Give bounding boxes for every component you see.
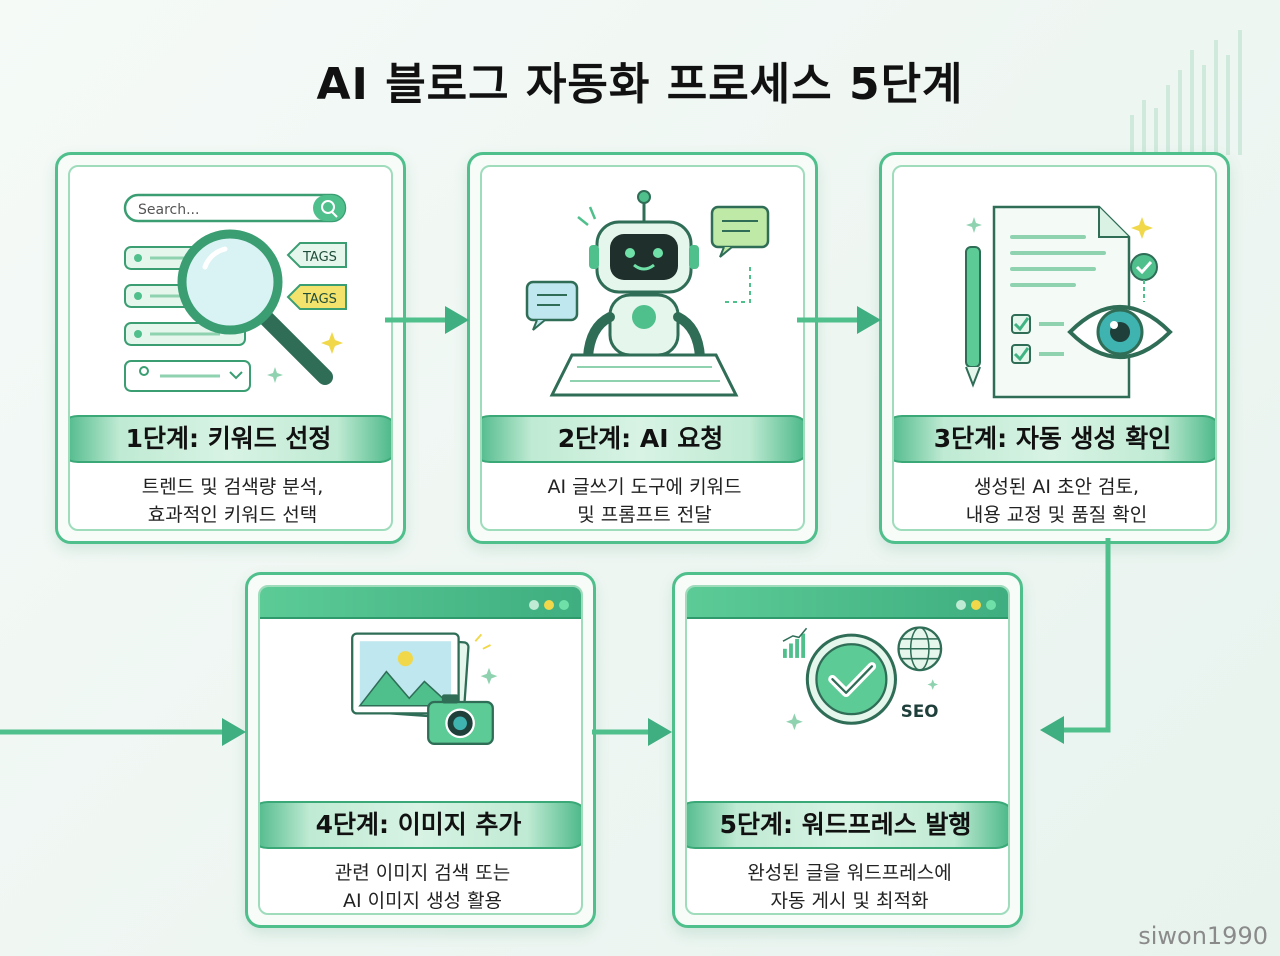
step-card-5: SEO 5단계: 워드프레스 발행 완성된 글을 워드프레스에 자동 게시 및 … — [672, 572, 1023, 928]
step-5-desc-line-1: 완성된 글을 워드프레스에 — [747, 862, 952, 884]
step-4-desc-line-1: 관련 이미지 검색 또는 — [334, 862, 511, 884]
step-card-2-inner: 2단계: AI 요청 AI 글쓰기 도구에 키워드 및 프롬프트 전달 — [480, 165, 805, 531]
arrow-step1-to-step2 — [385, 306, 469, 334]
seo-text: SEO — [901, 701, 939, 721]
step-1-label: 1단계: 키워드 선정 — [70, 415, 391, 463]
step-4-label: 4단계: 이미지 추가 — [260, 801, 581, 849]
step-card-4: 4단계: 이미지 추가 관련 이미지 검색 또는 AI 이미지 생성 활용 — [245, 572, 596, 928]
step-3-desc-line-2: 내용 교정 및 품질 확인 — [965, 504, 1148, 526]
step-5-label: 5단계: 워드프레스 발행 — [687, 801, 1008, 849]
arrow-step4-to-step5 — [592, 718, 672, 746]
search-placeholder-text: Search... — [138, 202, 199, 218]
step-card-2: 2단계: AI 요청 AI 글쓰기 도구에 키워드 및 프롬프트 전달 — [467, 152, 818, 544]
step-card-4-inner: 4단계: 이미지 추가 관련 이미지 검색 또는 AI 이미지 생성 활용 — [258, 585, 583, 915]
arrow-into-step4 — [0, 718, 246, 746]
step-3-desc-line-1: 생성된 AI 초안 검토, — [973, 476, 1140, 498]
keyword-search-illustration: Search... TAGS TAGS — [123, 193, 347, 392]
step-card-1-inner: Search... TAGS TAGS 1단계: 키워드 선정 트렌드 및 검색… — [68, 165, 393, 531]
step-5-desc-line-2: 자동 게시 및 최적화 — [770, 890, 929, 912]
step-4-desc-line-2: AI 이미지 생성 활용 — [342, 890, 503, 912]
step-2-desc-line-1: AI 글쓰기 도구에 키워드 — [547, 476, 742, 498]
arrow-step3-to-step5 — [1040, 538, 1111, 744]
tag-label-1: TAGS — [302, 250, 337, 265]
step-3-label: 3단계: 자동 생성 확인 — [894, 415, 1215, 463]
step-card-5-inner: SEO 5단계: 워드프레스 발행 완성된 글을 워드프레스에 자동 게시 및 … — [685, 585, 1010, 915]
document-review-illustration — [965, 205, 1173, 399]
step-card-1: Search... TAGS TAGS 1단계: 키워드 선정 트렌드 및 검색… — [55, 152, 406, 544]
ai-robot-illustration — [525, 190, 770, 397]
background-bars-decoration — [1130, 30, 1242, 155]
step-1-desc-line-1: 트렌드 및 검색량 분석, — [141, 476, 324, 498]
tag-label-2: TAGS — [302, 292, 337, 307]
arrow-step2-to-step3 — [797, 306, 881, 334]
step-card-3: 3단계: 자동 생성 확인 생성된 AI 초안 검토, 내용 교정 및 품질 확… — [879, 152, 1230, 544]
image-add-illustration — [351, 632, 498, 745]
watermark: siwon1990 — [1138, 922, 1268, 950]
wordpress-publish-illustration: SEO — [782, 626, 943, 731]
step-2-desc-line-2: 및 프롬프트 전달 — [577, 504, 712, 526]
browser-bar — [687, 587, 1008, 619]
browser-bar — [260, 587, 581, 619]
step-1-desc-line-2: 효과적인 키워드 선택 — [147, 504, 318, 526]
step-2-label: 2단계: AI 요청 — [482, 415, 803, 463]
page-title: AI 블로그 자동화 프로세스 5단계 — [316, 59, 964, 110]
step-card-3-inner: 3단계: 자동 생성 확인 생성된 AI 초안 검토, 내용 교정 및 품질 확… — [892, 165, 1217, 531]
